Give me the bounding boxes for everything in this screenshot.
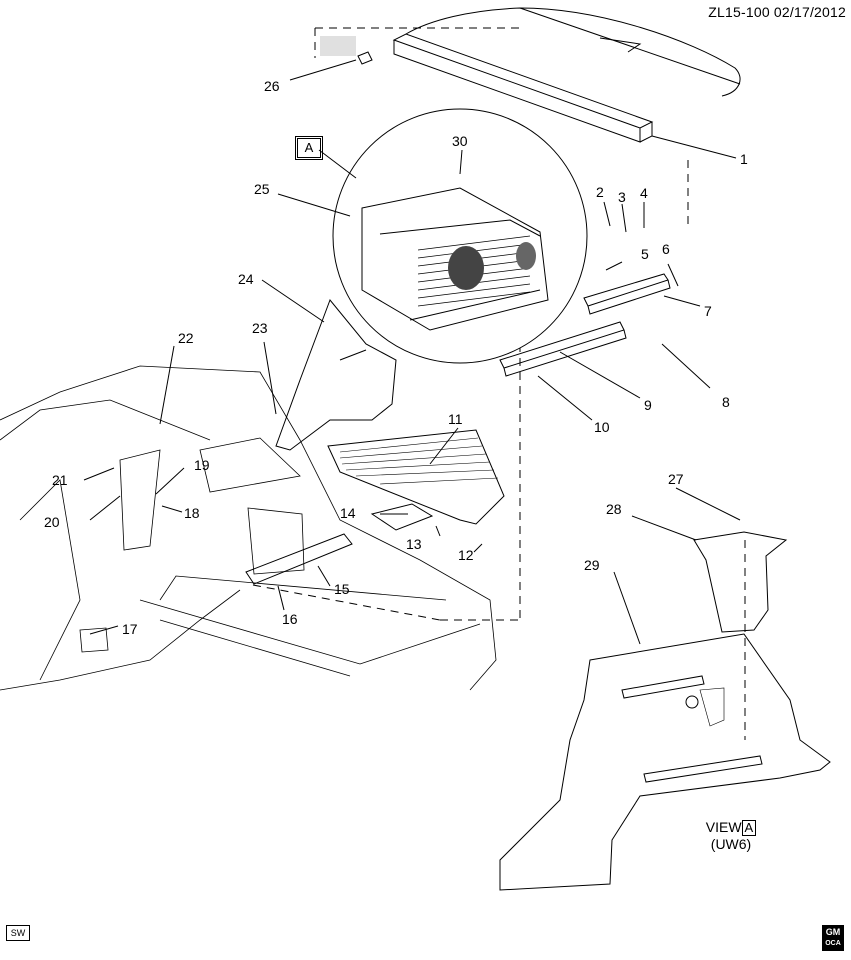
callout-labels: 1 2 3 4 5 6 7 8 9 10 11 12 13 14 15 16 1… [44, 78, 748, 637]
callout-17: 17 [122, 621, 138, 637]
view-code: (UW6) [710, 836, 752, 852]
part-26-label-patch [320, 36, 373, 65]
part-24-upper-trim [275, 299, 397, 451]
part-9-rail [499, 321, 627, 377]
callout-29: 29 [584, 557, 600, 573]
leader-lines [83, 59, 741, 645]
callout-6: 6 [662, 241, 670, 257]
callout-13: 13 [406, 536, 422, 552]
detail-circle-a [332, 108, 588, 364]
callout-3: 3 [618, 189, 626, 205]
callout-24: 24 [238, 271, 254, 287]
detail-a-marker: A [295, 136, 323, 160]
callout-20: 20 [44, 514, 60, 530]
callout-25: 25 [254, 181, 270, 197]
view-letter-box: A [741, 820, 757, 836]
callout-9: 9 [644, 397, 652, 413]
part-14-cover [370, 503, 434, 531]
callout-27: 27 [668, 471, 684, 487]
part-15-rail [245, 533, 353, 585]
callout-28: 28 [606, 501, 622, 517]
callout-8: 8 [722, 394, 730, 410]
gm-logo-top: GM [825, 927, 841, 937]
callout-18: 18 [184, 505, 200, 521]
part-cargo-cover [392, 7, 741, 143]
callout-5: 5 [641, 246, 649, 262]
callout-30: 30 [452, 133, 468, 149]
part-11-sill-plate [327, 429, 505, 525]
diagram-code: ZL15-100 02/17/2012 [708, 4, 846, 20]
part-7-rail [583, 273, 671, 315]
sw-badge: SW [6, 925, 30, 941]
callout-15: 15 [334, 581, 350, 597]
callout-26: 26 [264, 78, 280, 94]
callout-7: 7 [704, 303, 712, 319]
gm-logo: GM OCA [822, 925, 844, 951]
part-28-storage-pocket [693, 531, 788, 633]
callout-1: 1 [740, 151, 748, 167]
callout-14: 14 [340, 505, 356, 521]
gm-logo-bottom: OCA [825, 940, 841, 947]
part-29-trim-panel [499, 633, 831, 891]
callout-19: 19 [194, 457, 210, 473]
callout-10: 10 [594, 419, 610, 435]
callout-16: 16 [282, 611, 298, 627]
callout-12: 12 [458, 547, 474, 563]
callout-11: 11 [448, 411, 463, 427]
callout-21: 21 [52, 472, 68, 488]
callout-23: 23 [252, 320, 268, 336]
view-prefix: VIEW [705, 819, 742, 835]
callout-22: 22 [178, 330, 194, 346]
callout-2: 2 [596, 184, 604, 200]
vehicle-body [0, 365, 497, 691]
callout-4: 4 [640, 185, 648, 201]
